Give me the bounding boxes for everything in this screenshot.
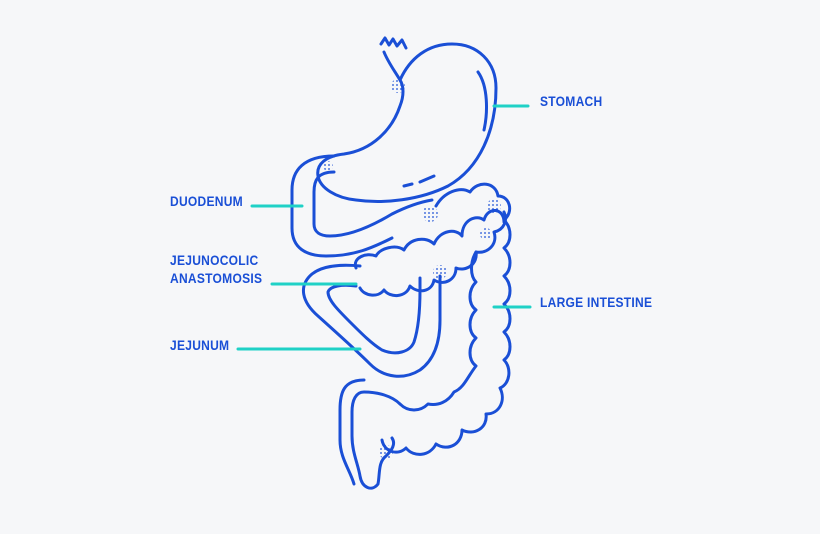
colon-texture-right bbox=[487, 199, 501, 213]
label-jejunum: JEJUNUM bbox=[170, 337, 230, 353]
transverse-colon bbox=[353, 209, 506, 270]
duodenum bbox=[290, 154, 434, 258]
duodenum-outer bbox=[290, 154, 394, 258]
stomach-inner-fold-lower bbox=[418, 174, 436, 184]
jejunum-outer bbox=[302, 263, 442, 378]
descending-colon bbox=[380, 218, 512, 456]
esophagus-end bbox=[379, 36, 408, 50]
label-duodenum: DUODENUM bbox=[170, 193, 243, 209]
duodenum-texture bbox=[323, 161, 333, 171]
transverse-colon-lower bbox=[358, 210, 508, 297]
stomach-texture bbox=[391, 79, 405, 93]
jejunum bbox=[302, 263, 442, 378]
colon-texture-mid bbox=[433, 265, 447, 279]
label-large-intestine: LARGE INTESTINE bbox=[540, 294, 653, 310]
label-jejunocolic-line2: ANASTOMOSIS bbox=[170, 270, 263, 286]
colon-texture-upper bbox=[422, 206, 438, 222]
sigmoid-outer bbox=[338, 378, 366, 486]
label-jejunocolic-line1: JEJUNOCOLIC bbox=[170, 252, 259, 268]
stomach-outline bbox=[316, 42, 498, 203]
descending-colon-inner bbox=[398, 250, 478, 412]
jejunum-inner bbox=[326, 276, 422, 355]
sigmoid-rectum bbox=[350, 390, 402, 490]
rectum-texture bbox=[379, 445, 393, 459]
large-intestine bbox=[338, 182, 512, 490]
label-stomach: STOMACH bbox=[540, 93, 603, 109]
stomach-inner-fold-upper bbox=[476, 70, 488, 132]
duodenum-inner bbox=[312, 170, 434, 238]
upper-colon-loop bbox=[434, 182, 512, 222]
colon-texture-mid-right bbox=[480, 228, 492, 240]
stomach-inner-fold-lower-2 bbox=[402, 182, 414, 188]
stomach bbox=[316, 36, 498, 203]
